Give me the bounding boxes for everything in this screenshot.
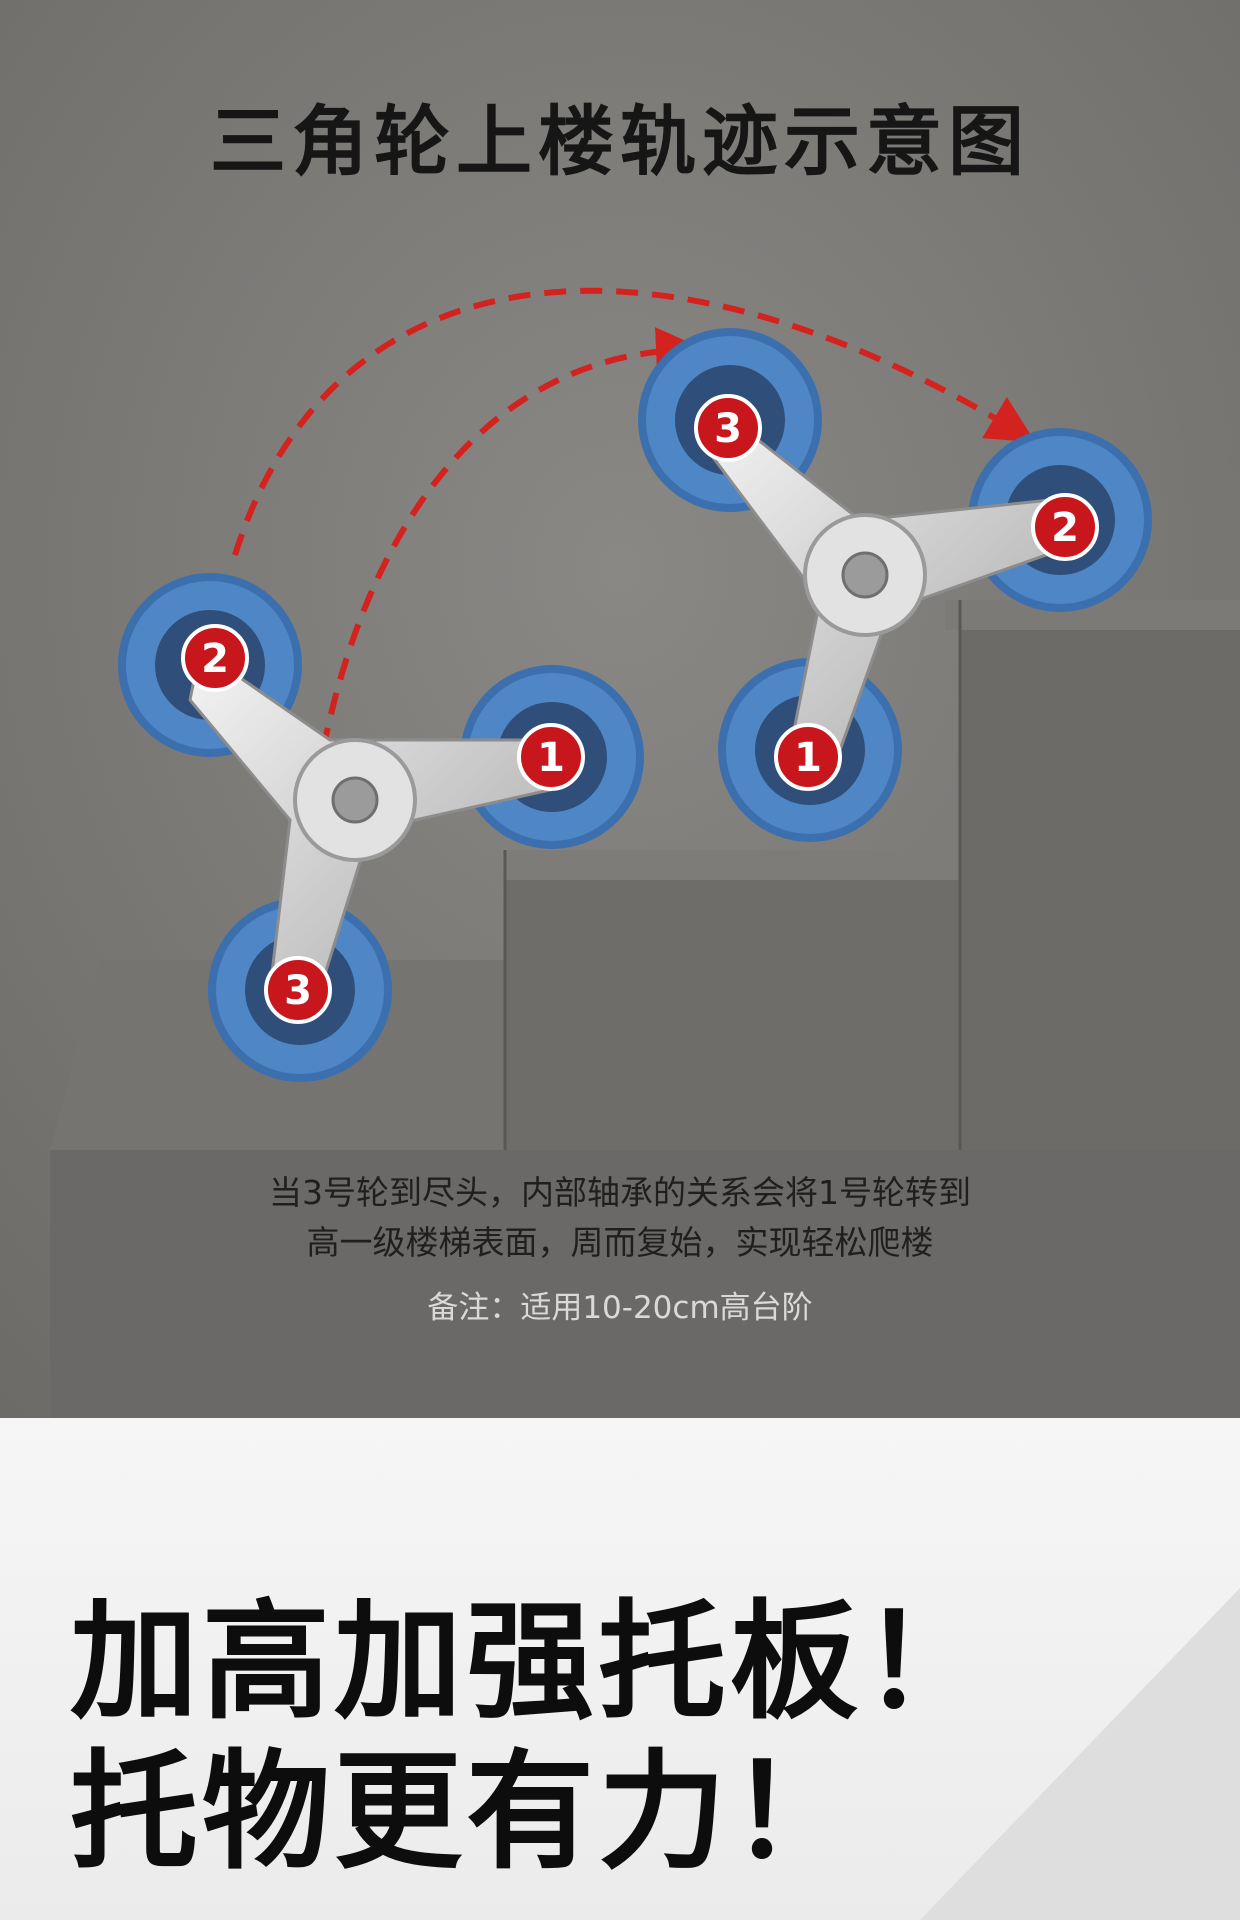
badge-1-lower: 1 — [517, 723, 585, 791]
badge-1-upper: 1 — [774, 723, 842, 791]
diagonal-accent — [920, 1588, 1240, 1920]
badge-2-upper: 2 — [1031, 493, 1099, 561]
badge-label: 1 — [794, 735, 822, 781]
diagram-note: 备注：适用10-20cm高台阶 — [427, 1290, 813, 1326]
badge-3-lower: 3 — [264, 956, 332, 1024]
stair-step-3 — [960, 620, 1240, 1150]
promo-background-decoration — [920, 1588, 1240, 1920]
promo-headline: 加高加强托板！ 托物更有力！ — [70, 1588, 994, 1888]
headline-line: 托物更有力！ — [70, 1738, 863, 1887]
diagram-caption: 当3号轮到尽头，内部轴承的关系会将1号轮转到 高一级楼梯表面，周而复始，实现轻松… — [0, 1168, 1240, 1268]
stair-tread-2 — [505, 850, 960, 880]
diagram-title: 三角轮上楼轨迹示意图 — [210, 97, 1030, 186]
caption-line: 当3号轮到尽头，内部轴承的关系会将1号轮转到 — [269, 1173, 971, 1212]
badge-3-upper: 3 — [694, 394, 762, 462]
stair-riser-1 — [50, 1150, 1240, 1418]
promo-panel: 加高加强托板！ 托物更有力！ — [0, 1418, 1240, 1920]
diagram-panel: 2 1 3 3 2 — [0, 0, 1240, 1418]
tri-wheel-upper — [638, 328, 1152, 842]
trajectory-outer — [232, 287, 1036, 556]
caption-line: 高一级楼梯表面，周而复始，实现轻松爬楼 — [306, 1223, 934, 1262]
badge-label: 1 — [537, 735, 565, 781]
badge-label: 2 — [201, 636, 229, 682]
badge-label: 3 — [714, 406, 742, 452]
wheel-number-badges: 2 1 3 3 2 — [181, 394, 1099, 1024]
stair-step-2 — [505, 870, 960, 1150]
stair-climbing-illustration: 2 1 3 3 2 — [0, 0, 1240, 1418]
badge-label: 2 — [1051, 505, 1079, 551]
staircase — [50, 600, 1240, 1418]
headline-line: 加高加强托板！ — [70, 1588, 995, 1737]
badge-2-lower: 2 — [181, 624, 249, 692]
tri-wheel-lower — [118, 573, 644, 1082]
badge-label: 3 — [284, 968, 312, 1014]
